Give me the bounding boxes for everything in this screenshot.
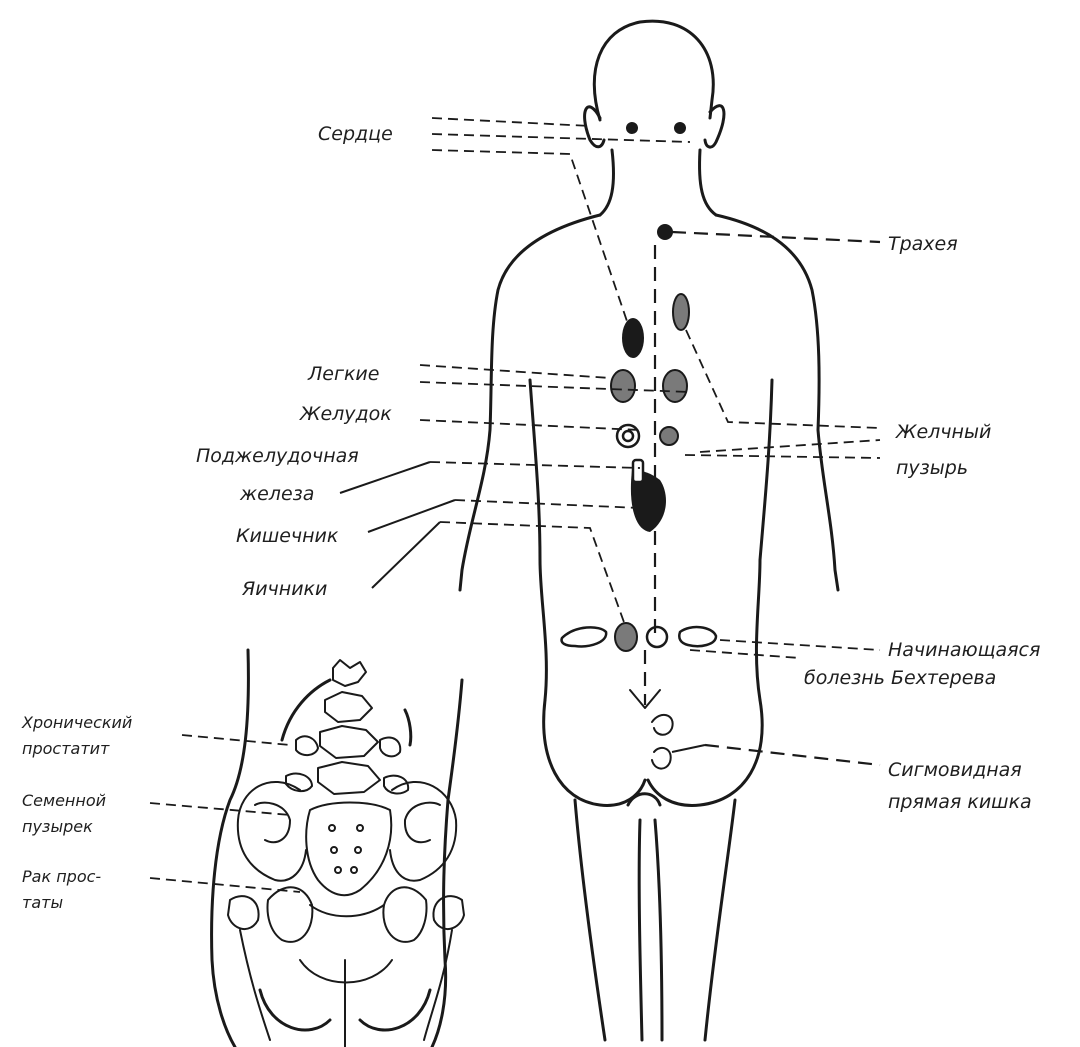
- label-stomach: Желудок: [299, 403, 392, 425]
- kidney-zone-left: [562, 627, 607, 646]
- label-bechterew-line2: болезнь Бехтерева: [804, 667, 996, 689]
- label-pancreas-line1: Поджелудочная: [196, 445, 359, 467]
- heart-back-zone: [622, 318, 644, 358]
- sacral-zone-left: [615, 623, 637, 651]
- leader-lines-main: [340, 118, 880, 765]
- stomach-zone-inner: [623, 431, 633, 441]
- label-seminal-line2: пузырек: [22, 817, 93, 836]
- label-seminal-line1: Семенной: [22, 791, 106, 810]
- ovary-zone-marker: [633, 460, 643, 482]
- label-prostate-cancer-line1: Рак прос-: [22, 867, 101, 886]
- label-heart: Сердце: [318, 123, 393, 145]
- lung-zone-left: [611, 370, 635, 402]
- heart-zone-left: [626, 122, 638, 134]
- sigmoid-zone: [652, 715, 673, 769]
- pelvis-inset: [212, 650, 464, 1047]
- label-trachea: Трахея: [888, 233, 958, 255]
- heart-zone-right: [674, 122, 686, 134]
- sacral-zone-right: [647, 627, 667, 647]
- label-sigmoid-line1: Сигмовидная: [888, 759, 1022, 781]
- label-prostate-cancer-line2: таты: [22, 893, 63, 912]
- label-prostatitis-line2: простатит: [22, 739, 110, 758]
- trachea-zone: [657, 224, 673, 240]
- label-lungs: Легкие: [307, 363, 379, 385]
- gallbladder-zone: [673, 294, 689, 330]
- label-prostatitis-line1: Хронический: [21, 713, 132, 732]
- label-gallbladder-line2: пузырь: [896, 457, 968, 479]
- label-pancreas-line2: железа: [239, 483, 314, 505]
- kidney-zone-right: [679, 627, 716, 646]
- label-intestine: Кишечник: [236, 525, 339, 547]
- pancreas-zone: [660, 427, 678, 445]
- label-bechterew-line1: Начинающаяся: [888, 639, 1040, 661]
- lung-zone-right: [663, 370, 687, 402]
- label-gallbladder-line1: Желчный: [895, 421, 991, 443]
- labels: Сердце Трахея Легкие Желудок Поджелудочн…: [21, 123, 1040, 912]
- label-sigmoid-line2: прямая кишка: [888, 791, 1032, 813]
- label-ovaries: Яичники: [241, 578, 327, 600]
